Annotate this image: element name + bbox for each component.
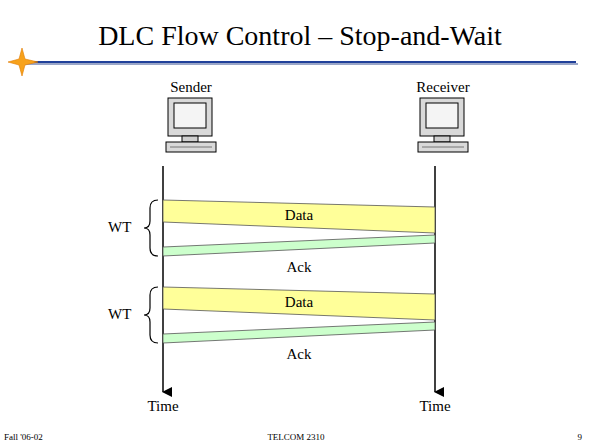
band-outline xyxy=(163,322,435,343)
data-frame-band: Data xyxy=(163,287,435,320)
computer-icon xyxy=(166,98,216,152)
ack-label: Ack xyxy=(287,259,312,276)
data-label: Data xyxy=(285,207,313,224)
data-frame-band: Data xyxy=(163,200,435,233)
slide-number: 9 xyxy=(578,432,583,442)
band-outline xyxy=(163,200,435,233)
ack-frame-band: Ack xyxy=(163,235,435,256)
time-axis-label: Time xyxy=(419,398,450,415)
wait-brace xyxy=(144,287,158,343)
wait-time-label: WT xyxy=(108,219,131,236)
star-bullet xyxy=(8,48,38,76)
band-outline xyxy=(163,235,435,256)
data-label: Data xyxy=(285,294,313,311)
computer-icon xyxy=(418,98,468,152)
title-rule xyxy=(20,61,576,63)
footer-course: TELCOM 2310 xyxy=(267,432,324,442)
ack-label: Ack xyxy=(287,346,312,363)
wait-brace xyxy=(144,200,158,256)
band-outline xyxy=(163,287,435,320)
slide-title: DLC Flow Control – Stop-and-Wait xyxy=(98,20,502,52)
wait-time-label: WT xyxy=(108,306,131,323)
receiver-timeline xyxy=(434,166,436,392)
ack-frame-band: Ack xyxy=(163,322,435,343)
band-shape xyxy=(163,235,435,256)
time-axis-label: Time xyxy=(147,398,178,415)
receiver-label: Receiver xyxy=(416,79,469,96)
title-rule-shadow xyxy=(22,63,578,65)
band-shape xyxy=(163,322,435,343)
footer-date: Fall '06-02 xyxy=(4,432,43,442)
sender-label: Sender xyxy=(170,79,212,96)
